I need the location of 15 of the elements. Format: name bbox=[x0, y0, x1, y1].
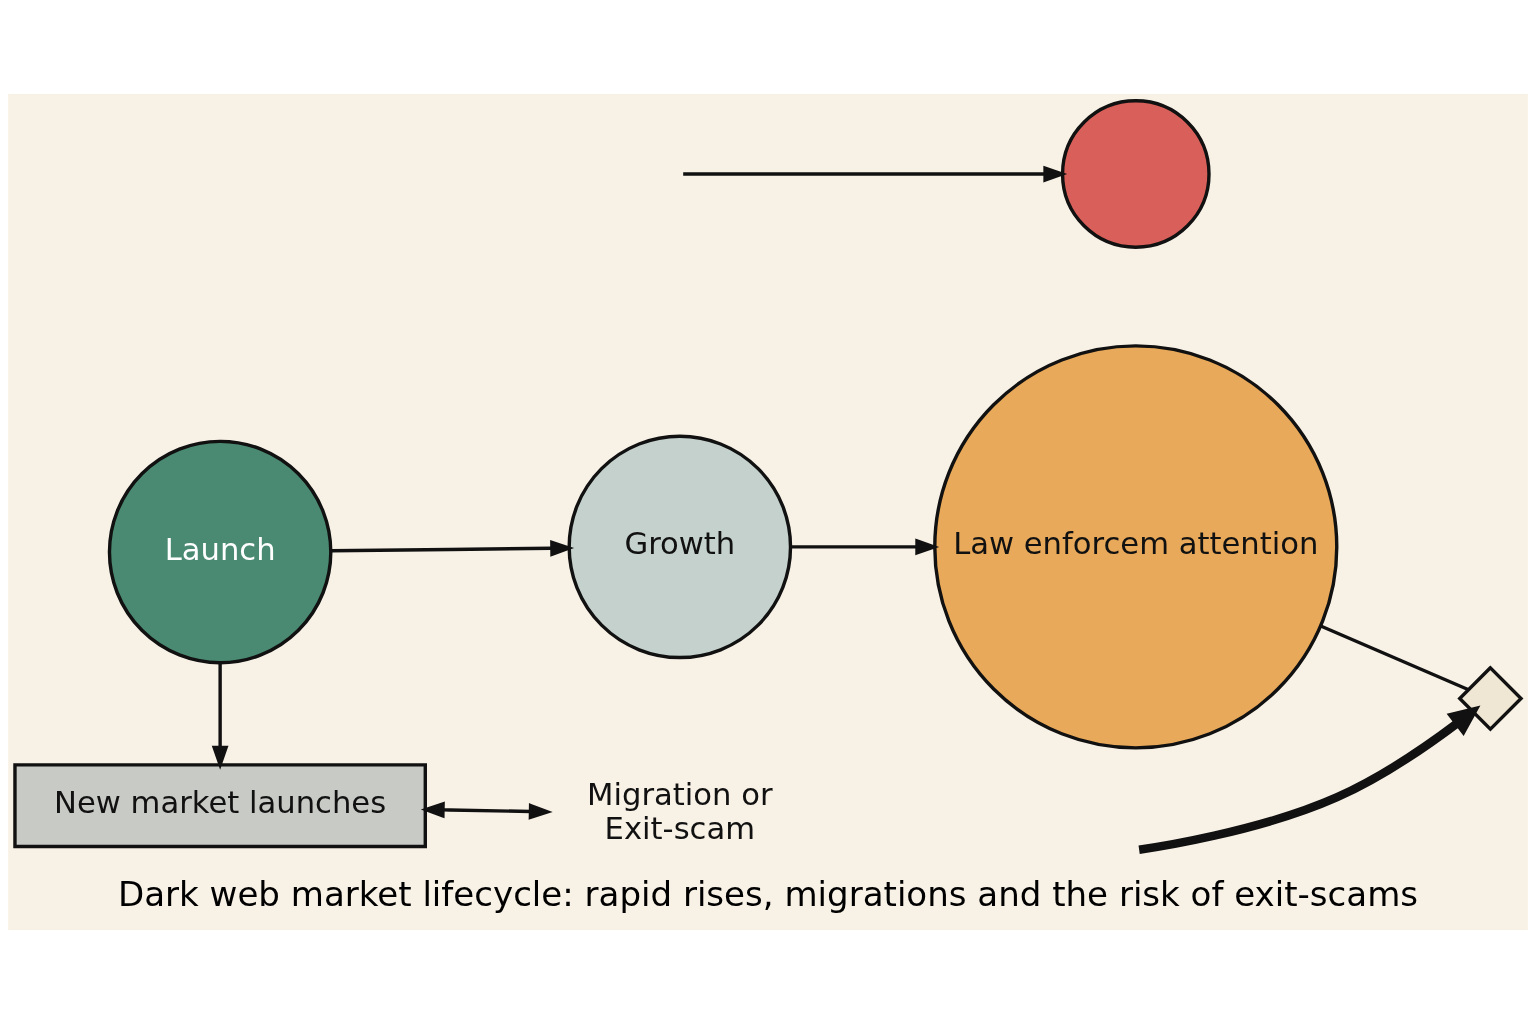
caption: Dark web market lifecycle: rapid rises, migrations and the risk of exit-scams bbox=[117, 874, 1419, 915]
arrow bbox=[1138, 705, 1481, 854]
node-circle: Law enforcem attention bbox=[933, 344, 1339, 750]
node-text: Migration or Exit-scam bbox=[587, 776, 773, 846]
arrow bbox=[420, 801, 553, 820]
arrow bbox=[791, 538, 940, 556]
arrow bbox=[683, 165, 1068, 183]
node-circle bbox=[1060, 99, 1211, 249]
node-box: New market launches bbox=[13, 763, 427, 849]
node-diamond bbox=[1457, 665, 1524, 732]
arrow bbox=[211, 663, 229, 770]
node-circle: Launch bbox=[107, 439, 333, 665]
arrow bbox=[331, 539, 575, 557]
node-circle: Growth bbox=[567, 434, 793, 660]
connector bbox=[1320, 624, 1469, 692]
